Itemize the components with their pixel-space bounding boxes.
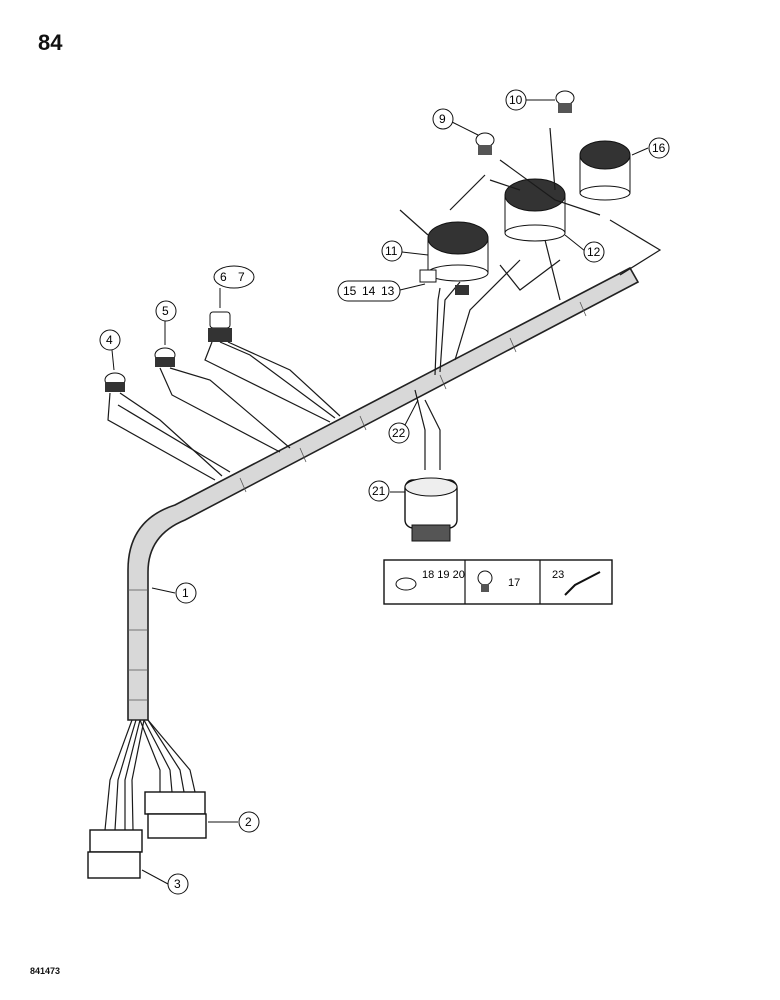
svg-text:6: 6 (220, 270, 227, 284)
callout-5: 5 (155, 300, 177, 345)
callout-12: 12 (564, 234, 605, 263)
svg-text:22: 22 (392, 426, 406, 440)
gauge-16 (579, 140, 631, 201)
connector-3 (87, 829, 143, 879)
svg-text:9: 9 (439, 112, 446, 126)
callout-13-14-15: 15 14 13 (337, 280, 426, 302)
figure-code: 841473 (30, 966, 61, 976)
callout-4: 4 (99, 329, 121, 371)
callout-11: 11 (381, 240, 429, 262)
svg-text:13: 13 (381, 284, 395, 298)
svg-text:15: 15 (343, 284, 357, 298)
lamp-5 (154, 347, 291, 453)
lower-wire-bundle (104, 719, 196, 831)
inset-label-17: 17 (508, 577, 520, 589)
callout-2: 2 (208, 811, 260, 833)
component-21 (404, 389, 458, 542)
svg-text:3: 3 (174, 877, 181, 891)
inset-label-18-19-20: 18 19 20 (422, 569, 465, 581)
page-number: 84 (38, 30, 63, 55)
gauge-12 (504, 178, 566, 242)
svg-text:11: 11 (385, 244, 398, 258)
svg-text:14: 14 (362, 284, 376, 298)
lamp-4 (104, 372, 231, 481)
gauge-11 (427, 221, 489, 282)
svg-text:4: 4 (106, 333, 113, 347)
svg-text:10: 10 (509, 93, 523, 107)
svg-text:1: 1 (182, 586, 189, 600)
callout-1: 1 (151, 582, 197, 604)
callout-3: 3 (141, 869, 189, 895)
svg-text:7: 7 (238, 270, 245, 284)
inset-label-23: 23 (552, 569, 564, 581)
callout-21: 21 (368, 480, 405, 502)
bulb-10 (555, 90, 575, 113)
switch-6-7 (204, 311, 341, 423)
connector-2 (144, 791, 207, 839)
inset-parts-box: 18 19 20 17 23 (383, 559, 613, 605)
callout-10: 10 (505, 89, 555, 111)
bulb-9 (475, 132, 495, 155)
svg-text:16: 16 (652, 141, 666, 155)
callout-22: 22 (388, 399, 419, 444)
svg-text:12: 12 (587, 245, 601, 259)
callout-9: 9 (432, 108, 479, 136)
callout-16: 16 (631, 137, 670, 159)
socket-13-14-15 (419, 269, 469, 295)
main-harness (127, 266, 640, 721)
svg-text:21: 21 (372, 484, 386, 498)
svg-text:2: 2 (245, 815, 252, 829)
svg-text:5: 5 (162, 304, 169, 318)
